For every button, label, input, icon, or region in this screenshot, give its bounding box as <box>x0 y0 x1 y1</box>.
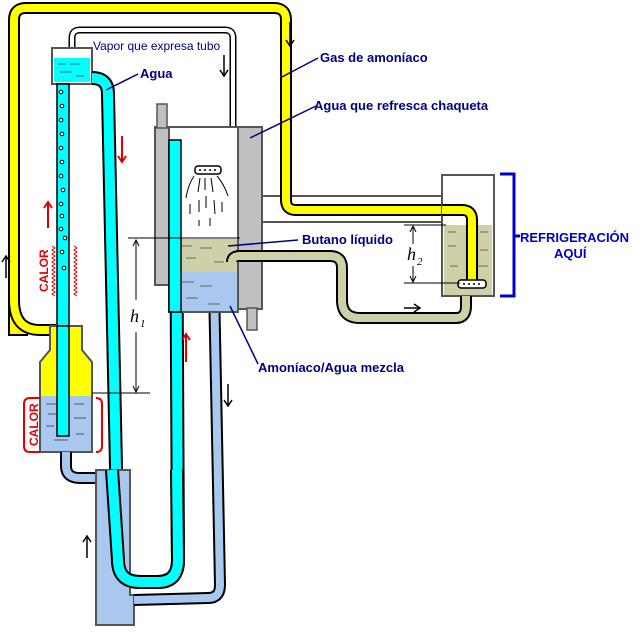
arrow-right-butane <box>404 303 422 313</box>
butane-layer <box>177 239 237 272</box>
condenser-jacket-left <box>154 126 170 286</box>
flow-arrows-red <box>43 136 191 362</box>
evaporator-sparger <box>457 279 487 289</box>
h1-label: h <box>130 306 139 326</box>
ammonia-gas-label: Gas de amoníaco <box>320 50 428 65</box>
arrow-down-gas <box>285 22 295 48</box>
h2-label: h <box>407 244 416 264</box>
water-spray <box>185 175 229 226</box>
heat-label-upper: CALOR <box>37 249 51 292</box>
water-label: Agua <box>140 66 173 81</box>
heat-wave-right <box>73 245 78 297</box>
leader-lines <box>105 57 319 365</box>
h2-subscript: 2 <box>417 256 423 268</box>
heat-wave-left <box>51 245 56 297</box>
arrow-up-bubble <box>43 200 53 228</box>
liquid-butane-label: Butano líquido <box>302 232 393 247</box>
flow-arrows <box>1 22 422 558</box>
arrow-down-mixture <box>223 384 233 408</box>
h1-subscript: 1 <box>140 318 146 330</box>
arrow-up-left <box>1 254 11 278</box>
heat-label-lower: CALOR <box>27 403 41 446</box>
arrow-down-vapor <box>219 55 229 78</box>
heat-bracket-lower <box>23 397 103 453</box>
butane-return-pipe <box>226 250 472 324</box>
condenser-jacket-right <box>237 126 263 310</box>
bubbles <box>58 89 68 271</box>
arrow-up-reservoir <box>82 534 92 558</box>
cooling-water-label: Agua que refresca chaqueta <box>314 98 489 113</box>
refrigeration-label-line1: REFRIGERACIÓN <box>520 230 629 245</box>
h2-dimension <box>404 224 460 284</box>
arrow-up-water <box>181 332 191 362</box>
arrow-down-water <box>117 136 127 164</box>
mixture-label: Amoníaco/Agua mezcla <box>258 360 405 375</box>
h1-dimension <box>92 237 240 394</box>
refrigeration-bracket <box>500 172 520 298</box>
vapor-tube-label: Vapor que expresa tubo <box>93 39 221 53</box>
shower-head <box>194 165 222 175</box>
refrigeration-label-line2: AQUÍ <box>554 246 587 261</box>
